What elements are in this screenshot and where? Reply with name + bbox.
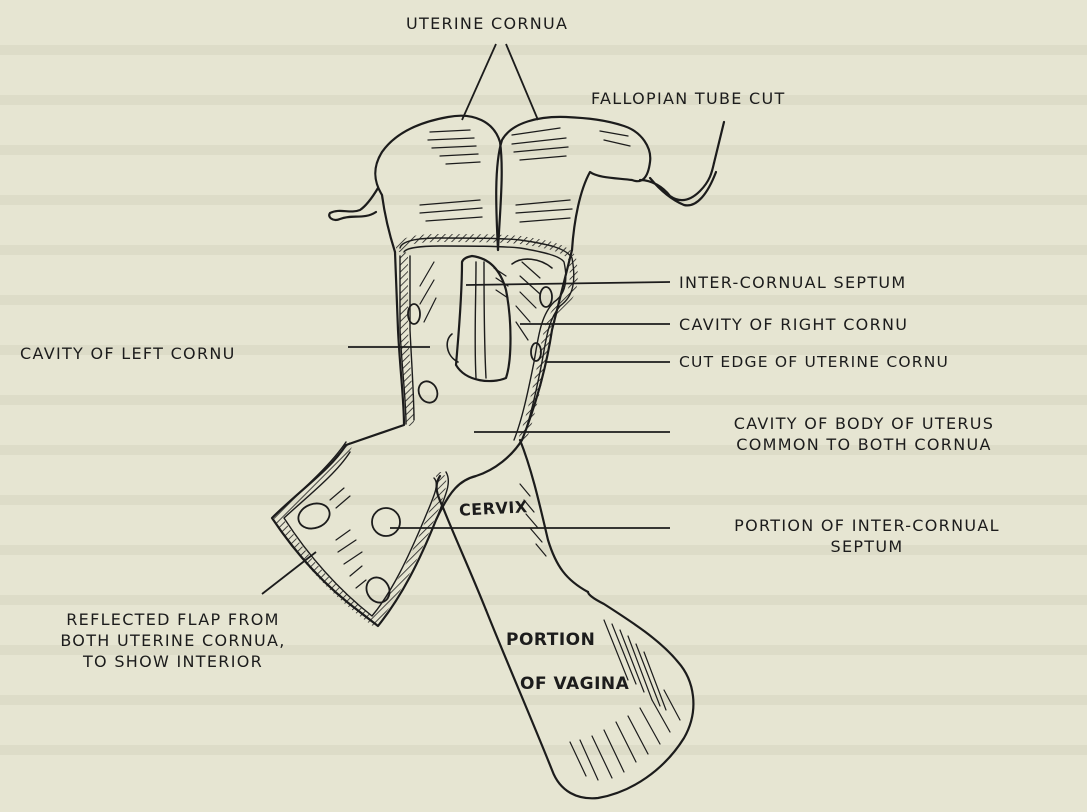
label-reflected-flap-line2: BOTH UTERINE CORNUA, [5, 630, 341, 651]
label-uterine-cornua: UTERINE CORNUA [406, 13, 568, 34]
label-reflected-flap-line1: REFLECTED FLAP FROM [5, 609, 341, 630]
label-cut-edge-uterine-cornu: CUT EDGE OF UTERINE CORNU [679, 352, 949, 373]
leader-inter-cornual-septum [466, 282, 670, 285]
label-cavity-left-cornu: CAVITY OF LEFT CORNU [20, 343, 236, 364]
label-cavity-body-uterus: CAVITY OF BODY OF UTERUS COMMON TO BOTH … [679, 413, 1049, 455]
label-cavity-body-line1: CAVITY OF BODY OF UTERUS [679, 413, 1049, 434]
leader-reflected-flap [262, 552, 316, 594]
leader-uterine-cornua-right [506, 44, 538, 120]
cut-edge-ring [400, 238, 574, 440]
label-reflected-flap: REFLECTED FLAP FROM BOTH UTERINE CORNUA,… [5, 609, 341, 672]
left-uterine-cornu [375, 116, 501, 252]
label-cervix: CERVIX [459, 497, 529, 520]
flap-opening-center [372, 508, 400, 536]
label-reflected-flap-line3: TO SHOW INTERIOR [5, 651, 341, 672]
label-portion-of-vagina-line2: OF VAGINA [520, 674, 629, 694]
label-cavity-right-cornu: CAVITY OF RIGHT CORNU [679, 314, 908, 335]
label-inter-cornual-septum: INTER-CORNUAL SEPTUM [679, 272, 907, 293]
label-portion-of-vagina-line1: PORTION [506, 630, 595, 650]
label-portion-septum-line1: PORTION OF INTER-CORNUAL [679, 515, 1055, 536]
label-fallopian-tube-cut: FALLOPIAN TUBE CUT [591, 88, 786, 109]
label-portion-inter-cornual-septum: PORTION OF INTER-CORNUAL SEPTUM [679, 515, 1055, 557]
inter-cornual-septum [456, 256, 511, 381]
right-uterine-cornu [496, 117, 650, 250]
label-portion-septum-line2: SEPTUM [679, 536, 1055, 557]
label-cavity-body-line2: COMMON TO BOTH CORNUA [679, 434, 1049, 455]
leader-uterine-cornua-left [462, 44, 496, 120]
